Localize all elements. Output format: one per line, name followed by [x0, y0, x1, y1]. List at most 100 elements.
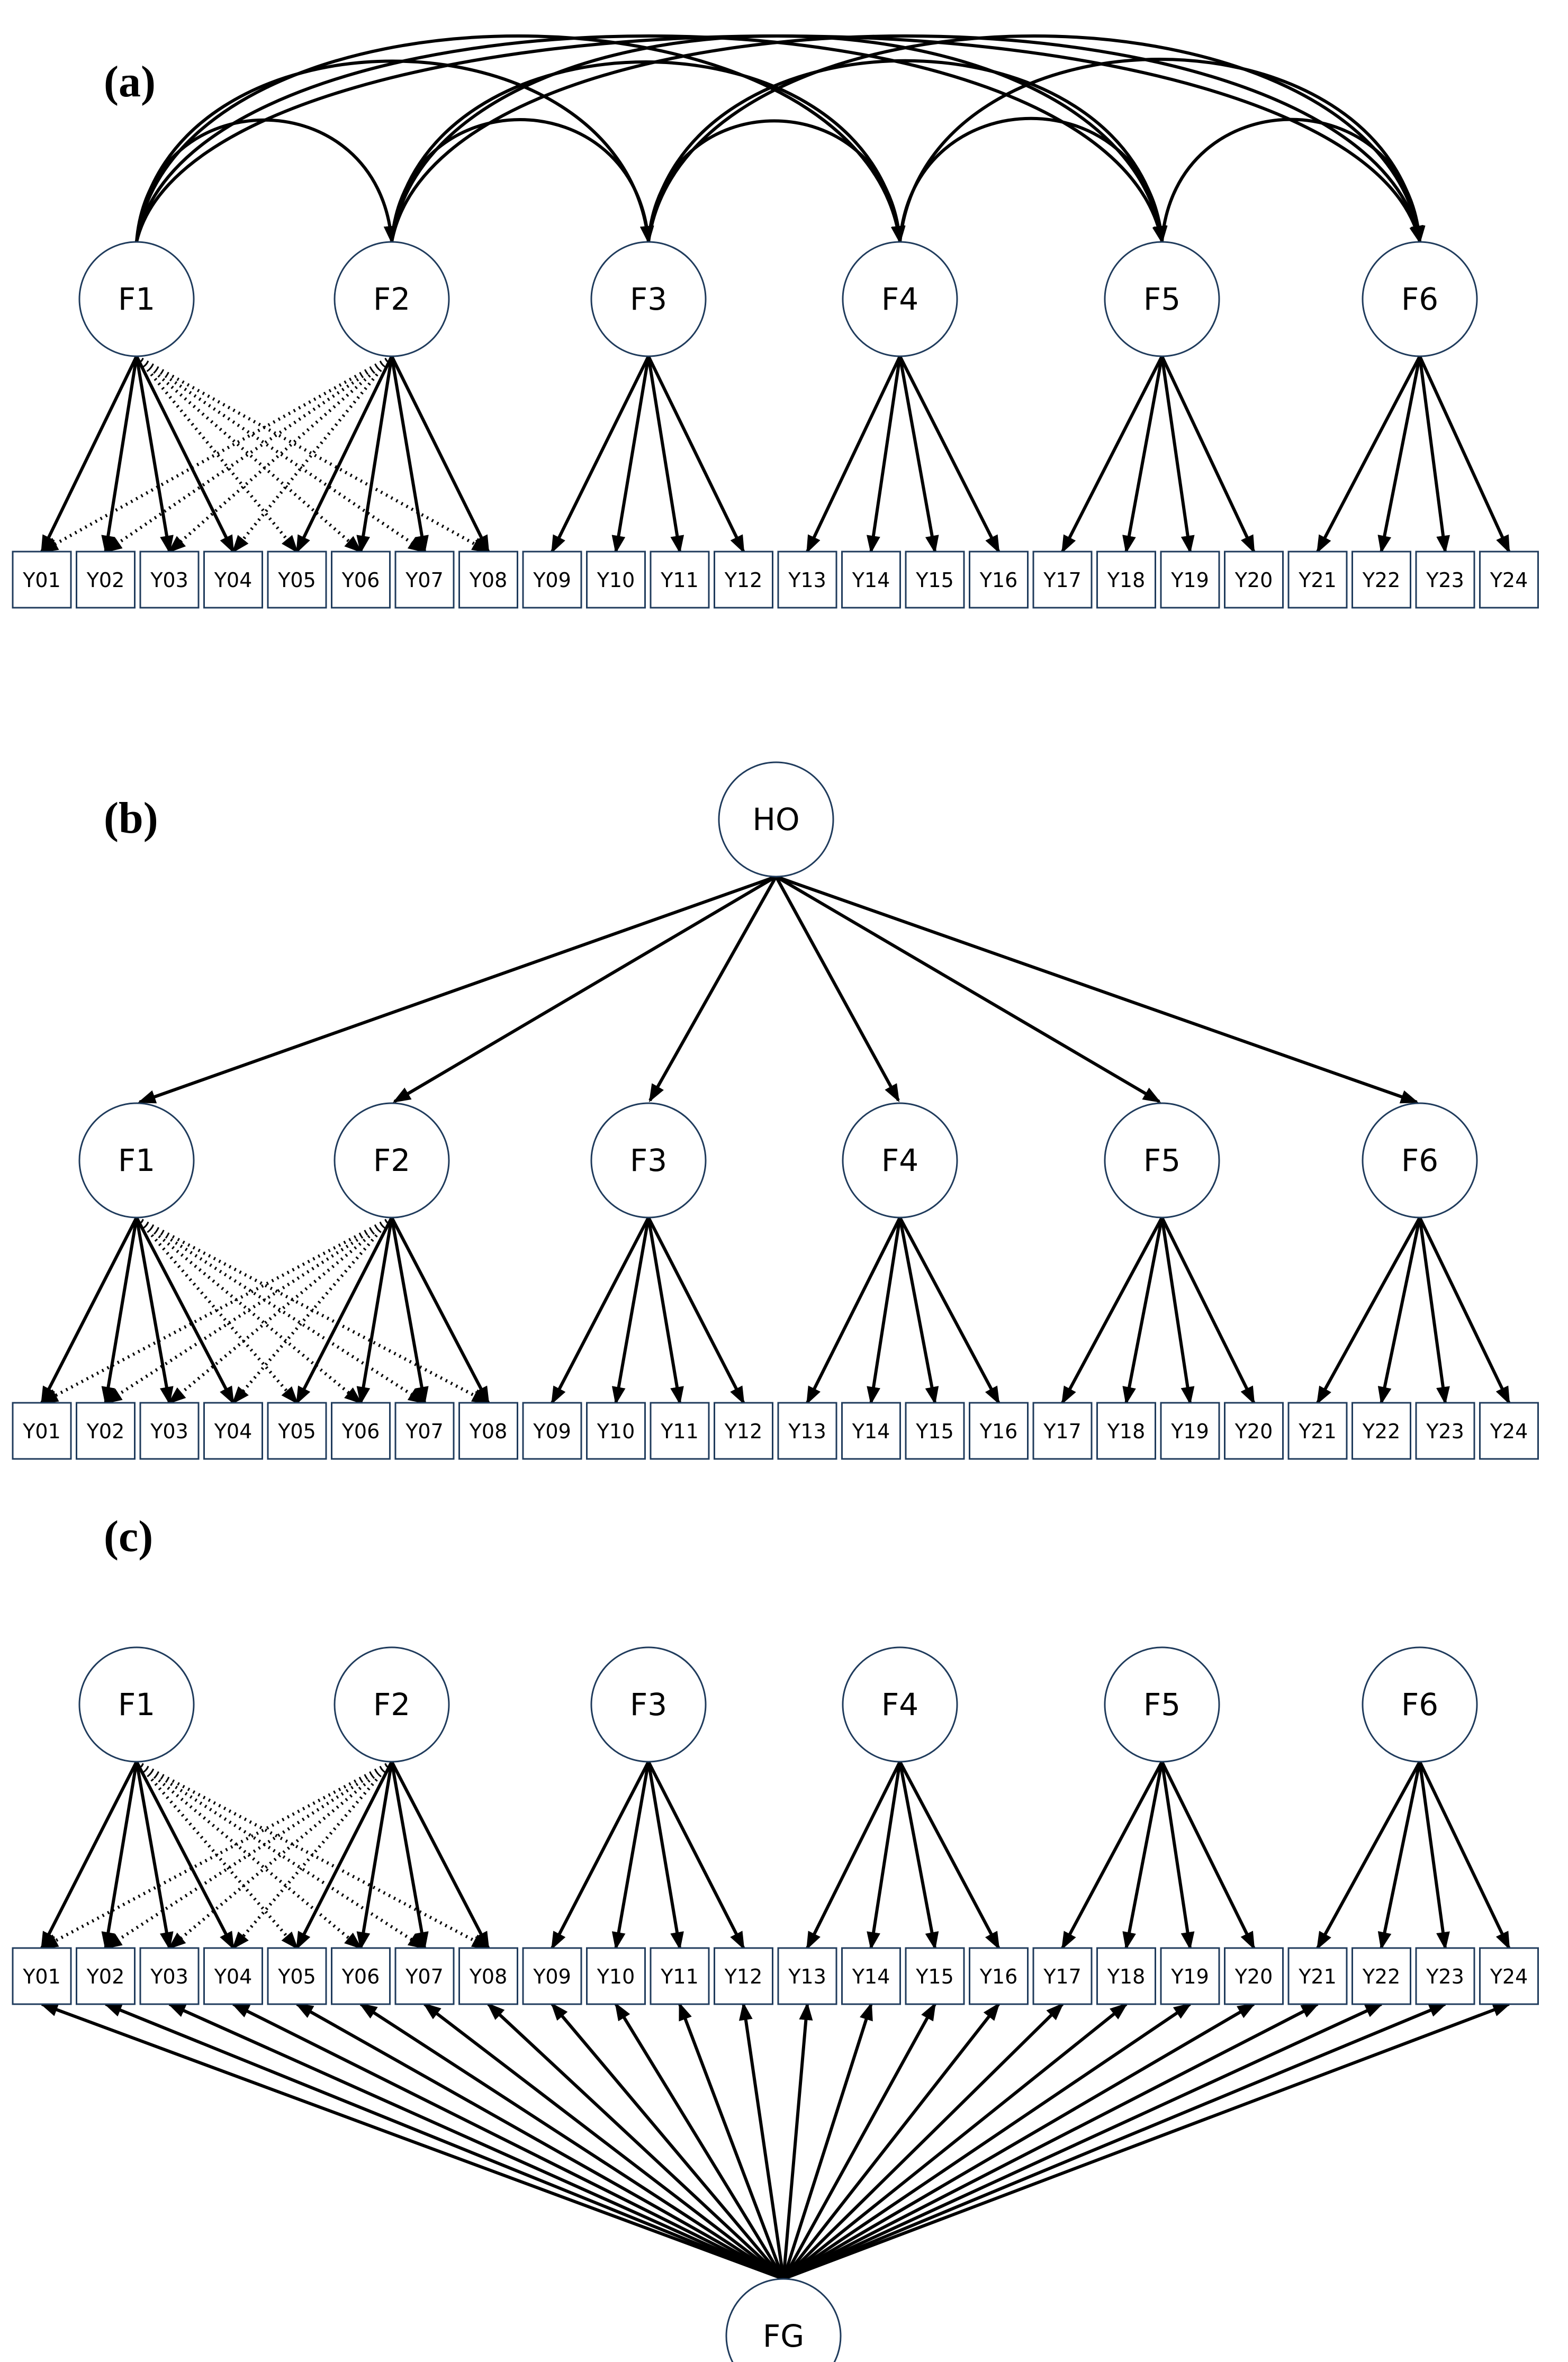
- factor-f1-circle: [78, 1102, 195, 1219]
- indicator-y18-label: Y18: [1107, 1965, 1146, 1988]
- indicator-y09-label: Y09: [533, 569, 571, 592]
- indicator-y12-box: [714, 1402, 773, 1460]
- ho-loading-F5: [775, 875, 1161, 1103]
- factor-f5: F5: [1104, 1646, 1220, 1763]
- indicator-y24-label: Y24: [1490, 569, 1528, 592]
- indicator-y13-label: Y13: [788, 1965, 826, 1988]
- indicator-y01-label: Y01: [22, 569, 61, 592]
- indicator-y07-label: Y07: [405, 569, 444, 592]
- indicator-y01: Y01: [12, 1402, 72, 1460]
- indicator-y08-label: Y08: [469, 569, 508, 592]
- indicator-y17: Y17: [1032, 551, 1093, 609]
- indicator-y22-box: [1351, 1947, 1411, 2005]
- indicator-y08-label: Y08: [469, 1965, 508, 1988]
- indicator-y02: Y02: [76, 1402, 136, 1460]
- indicator-y16-label: Y16: [979, 569, 1018, 592]
- indicator-y08: Y08: [458, 551, 518, 609]
- higher-order-factor: HO: [718, 761, 834, 878]
- cross-loading-F2-Y02: [104, 1216, 393, 1404]
- panel-b-paths: [40, 875, 1511, 1405]
- loading-F3-Y11: [647, 356, 684, 554]
- loading-F3-Y09: [551, 1216, 650, 1405]
- indicator-y03-box: [139, 1402, 200, 1460]
- general-loading-Y01: [40, 2003, 785, 2280]
- indicator-y15-box: [905, 1947, 965, 2005]
- factor-f5-label: F5: [1143, 1142, 1180, 1178]
- loading-F3-Y10: [611, 356, 650, 554]
- factor-f6: F6: [1362, 1646, 1478, 1763]
- indicator-y15-box: [905, 1402, 965, 1460]
- factor-f6: F6: [1362, 241, 1478, 357]
- indicator-y04-label: Y04: [214, 569, 253, 592]
- indicator-y09-label: Y09: [533, 1420, 571, 1443]
- factor-f2: F2: [334, 1646, 450, 1763]
- loading-F4-Y15: [898, 1761, 939, 1950]
- factor-f6-circle: [1362, 1102, 1478, 1219]
- loading-F4-Y15: [898, 356, 939, 554]
- loading-F6-Y24: [1418, 355, 1511, 554]
- factor-f3-label: F3: [630, 1142, 667, 1178]
- indicator-y04: Y04: [203, 551, 263, 609]
- loading-F6-Y23: [1418, 1217, 1450, 1405]
- factor-f2: F2: [334, 241, 450, 357]
- indicator-y21: Y21: [1287, 1947, 1348, 2005]
- factor-f4-circle: [842, 1102, 958, 1219]
- loading-F4-Y14: [867, 1217, 902, 1405]
- indicator-y20: Y20: [1224, 1947, 1284, 2005]
- factor-f2-label: F2: [373, 1687, 410, 1723]
- indicator-y16-box: [969, 1947, 1029, 2005]
- loading-F5-Y19: [1160, 1761, 1195, 1950]
- indicator-y24-label: Y24: [1490, 1965, 1528, 1988]
- ho-loading-F6: [776, 875, 1419, 1104]
- indicator-y20: Y20: [1224, 551, 1284, 609]
- loading-F4-Y14: [867, 1761, 902, 1950]
- cross-loading-F2-Y03: [167, 355, 393, 553]
- cross-loading-F1-Y08: [136, 1216, 491, 1404]
- indicator-y09-box: [522, 1947, 582, 2005]
- factor-f4: F4: [842, 1102, 958, 1219]
- factor-f6-circle: [1362, 1646, 1478, 1763]
- indicator-y17-label: Y17: [1043, 1420, 1082, 1443]
- cross-loading-F2-Y02: [104, 355, 393, 553]
- loading-F2-Y06: [356, 356, 393, 554]
- indicator-y03-label: Y03: [150, 1965, 188, 1988]
- indicator-y06: Y06: [331, 1947, 391, 2005]
- indicator-y11: Y11: [650, 551, 710, 609]
- covariance-F1-F3: [128, 59, 654, 259]
- indicator-y24-box: [1479, 1402, 1539, 1460]
- general-loading-Y03: [167, 2003, 785, 2280]
- indicator-y22: Y22: [1351, 551, 1411, 609]
- indicator-y07-label: Y07: [405, 1420, 444, 1443]
- panel-a-paths: [40, 34, 1511, 554]
- factor-f3-circle: [590, 1646, 707, 1763]
- indicator-y18-label: Y18: [1107, 569, 1146, 592]
- indicator-y16-box: [969, 551, 1029, 609]
- indicator-y22: Y22: [1351, 1402, 1411, 1460]
- higher-order-factor-circle: [718, 761, 834, 878]
- indicator-y24-label: Y24: [1490, 1420, 1528, 1443]
- indicator-y13-label: Y13: [788, 1420, 826, 1443]
- cross-loading-F1-Y08: [136, 1760, 491, 1950]
- indicator-y13: Y13: [777, 551, 837, 609]
- indicator-y03: Y03: [139, 551, 200, 609]
- indicator-y09-box: [522, 551, 582, 609]
- general-loading-Y09: [551, 2002, 785, 2280]
- indicator-y23: Y23: [1415, 551, 1475, 609]
- indicator-y24: Y24: [1479, 1402, 1539, 1460]
- indicator-y15: Y15: [905, 551, 965, 609]
- indicator-y02: Y02: [76, 1947, 136, 2005]
- factor-f3-circle: [590, 1102, 707, 1219]
- loading-F1-Y01: [40, 1761, 138, 1950]
- indicator-y12-box: [714, 551, 773, 609]
- indicator-y22-label: Y22: [1362, 569, 1401, 592]
- indicator-y23: Y23: [1415, 1402, 1475, 1460]
- indicator-y04-box: [203, 1402, 263, 1460]
- indicator-y21-box: [1287, 551, 1348, 609]
- indicator-y04-label: Y04: [214, 1965, 253, 1988]
- loading-F3-Y11: [647, 1217, 684, 1405]
- factor-f1-circle: [78, 241, 195, 357]
- indicator-y06-label: Y06: [341, 1965, 380, 1988]
- covariance-F3-F6: [639, 34, 1425, 259]
